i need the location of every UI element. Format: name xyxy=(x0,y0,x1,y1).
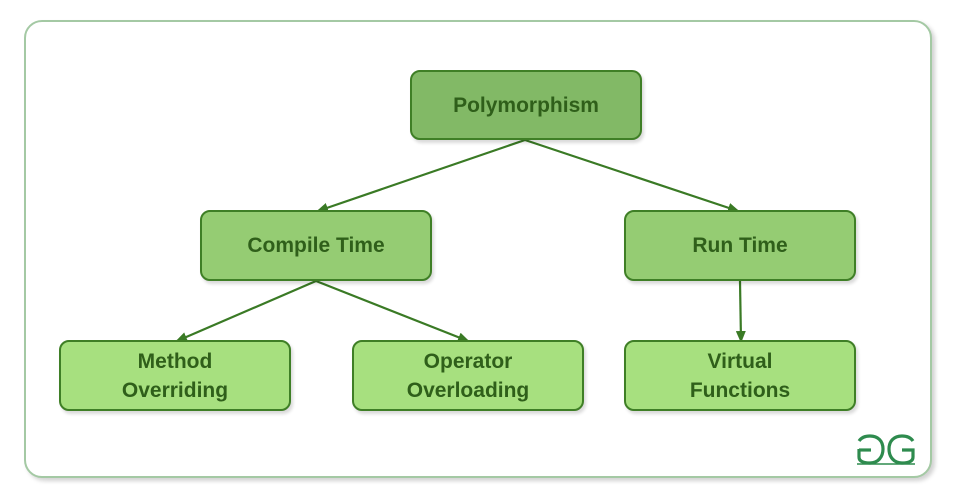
node-compile-time-label: Compile Time xyxy=(247,234,385,257)
node-polymorphism-label: Polymorphism xyxy=(453,93,599,117)
node-operator-overloading: Operator Overloading xyxy=(352,340,584,411)
node-virtual-functions-line2: Functions xyxy=(689,378,791,402)
node-operator-overloading-line1: Operator xyxy=(423,349,513,373)
geeksforgeeks-logo-icon xyxy=(857,434,915,465)
node-operator-overloading-line2: Overloading xyxy=(406,378,530,402)
node-virtual-functions: Virtual Functions xyxy=(624,340,856,411)
node-method-overriding-line2: Overriding xyxy=(121,378,229,402)
node-run-time-label: Run Time xyxy=(692,234,788,257)
node-virtual-functions-line1: Virtual xyxy=(707,349,773,373)
node-method-overriding: Method Overriding xyxy=(59,340,291,411)
node-run-time: Run Time xyxy=(624,210,856,281)
node-method-overriding-line1: Method xyxy=(137,349,213,373)
node-compile-time: Compile Time xyxy=(200,210,432,281)
node-polymorphism: Polymorphism xyxy=(410,70,642,140)
